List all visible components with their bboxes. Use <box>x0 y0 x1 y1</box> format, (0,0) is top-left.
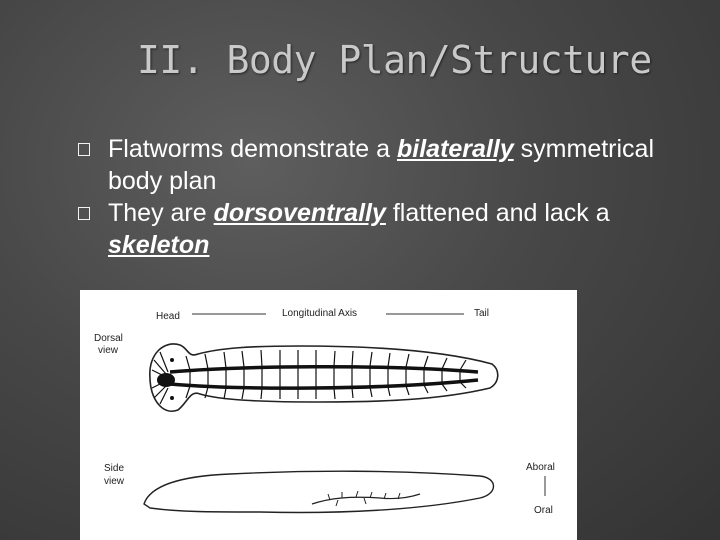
brain-ganglion <box>157 373 175 387</box>
bullet-text-part: They are <box>108 199 214 227</box>
eyespot <box>170 358 174 362</box>
side-view-label: view <box>104 476 125 487</box>
bullet-item: Flatworms demonstrate a bilaterally symm… <box>78 133 698 197</box>
oral-label: Oral <box>534 505 553 516</box>
bullet-list: Flatworms demonstrate a bilaterally symm… <box>78 133 698 261</box>
dorsal-label: Dorsal <box>94 333 123 344</box>
aboral-label: Aboral <box>526 462 555 473</box>
bullet-item: They are dorsoventrally flattened and la… <box>78 197 698 261</box>
dorsal-body-outline <box>150 344 498 411</box>
eyespot <box>170 396 174 400</box>
nerve-cord-lower <box>170 380 478 388</box>
dorsal-view-label: view <box>98 345 119 356</box>
flatworm-diagram-svg: Head Longitudinal Axis Tail Dorsal view … <box>80 290 577 540</box>
checkbox-bullet-icon <box>78 207 90 220</box>
lateral-nerves <box>152 350 466 404</box>
bullet-text-part: flattened and lack a <box>386 199 610 227</box>
bullet-text: Flatworms demonstrate a bilaterally symm… <box>108 133 698 197</box>
slide-title: II. Body Plan/Structure <box>137 38 652 82</box>
checkbox-bullet-icon <box>78 143 90 156</box>
emphasized-term: dorsoventrally <box>214 199 386 227</box>
axis-label: Longitudinal Axis <box>282 308 357 319</box>
emphasized-term: bilaterally <box>397 135 514 163</box>
side-label: Side <box>104 463 124 474</box>
bullet-text: They are dorsoventrally flattened and la… <box>108 197 698 261</box>
bullet-text-part: Flatworms demonstrate a <box>108 135 397 163</box>
tail-label: Tail <box>474 308 489 319</box>
emphasized-term: skeleton <box>108 231 209 259</box>
side-body-outline <box>144 471 494 512</box>
head-label: Head <box>156 311 180 322</box>
flatworm-diagram: Head Longitudinal Axis Tail Dorsal view … <box>80 290 577 540</box>
nerve-cord-upper <box>170 367 478 372</box>
